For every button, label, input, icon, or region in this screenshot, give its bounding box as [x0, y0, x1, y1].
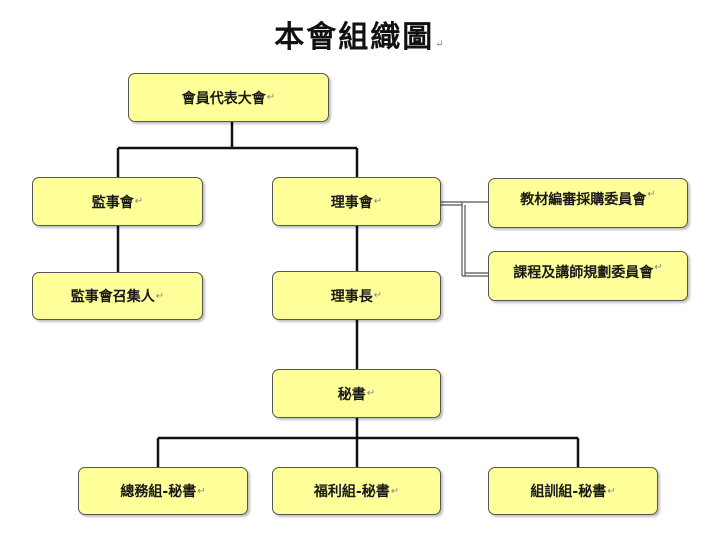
node-welfare: 福利組-秘書↵	[272, 467, 441, 515]
node-training: 組訓組-秘書↵	[488, 467, 658, 515]
node-general-affairs-label: 總務組-秘書	[120, 484, 197, 500]
node-supervisors: 監事會↵	[32, 177, 203, 226]
node-procurement-committee: 教材編審採購委員會↵	[488, 178, 688, 228]
paragraph-mark-icon: ↵	[134, 196, 144, 207]
paragraph-mark-icon: ↵	[435, 39, 446, 50]
node-supervisors-label: 監事會	[91, 194, 134, 211]
paragraph-mark-icon: ↵	[366, 388, 376, 399]
node-board-label: 理事會	[330, 194, 373, 211]
paragraph-mark-icon: ↵	[197, 485, 206, 497]
node-board: 理事會↵	[272, 177, 441, 226]
chart-title-text: 本會組織圖	[274, 20, 435, 55]
node-procurement-committee-label: 教材編審採購委員會	[520, 192, 647, 208]
paragraph-mark-icon: ↵	[373, 196, 383, 207]
node-assembly-label: 會員代表大會	[181, 90, 266, 107]
node-assembly: 會員代表大會↵	[128, 73, 329, 122]
node-secretary-label: 秘書	[337, 386, 366, 403]
node-supervisor-convener: 監事會召集人↵	[32, 272, 203, 320]
node-supervisor-convener-label: 監事會召集人	[70, 289, 155, 305]
paragraph-mark-icon: ↵	[607, 485, 616, 497]
node-general-affairs: 總務組-秘書↵	[78, 467, 248, 515]
paragraph-mark-icon: ↵	[266, 92, 276, 103]
node-secretary: 秘書↵	[272, 369, 441, 418]
paragraph-mark-icon: ↵	[654, 262, 663, 273]
paragraph-mark-icon: ↵	[647, 189, 656, 200]
paragraph-mark-icon: ↵	[373, 290, 383, 301]
node-curriculum-committee-label: 課程及講師規劃委員會	[513, 265, 654, 281]
node-chairman: 理事長↵	[272, 271, 441, 320]
node-training-label: 組訓組-秘書	[530, 484, 607, 500]
node-chairman-label: 理事長	[330, 288, 373, 305]
paragraph-mark-icon: ↵	[155, 290, 165, 302]
node-curriculum-committee: 課程及講師規劃委員會↵	[488, 251, 688, 301]
node-welfare-label: 福利組-秘書	[313, 484, 390, 500]
paragraph-mark-icon: ↵	[390, 485, 400, 497]
chart-title: 本會組織圖↵	[0, 12, 720, 56]
